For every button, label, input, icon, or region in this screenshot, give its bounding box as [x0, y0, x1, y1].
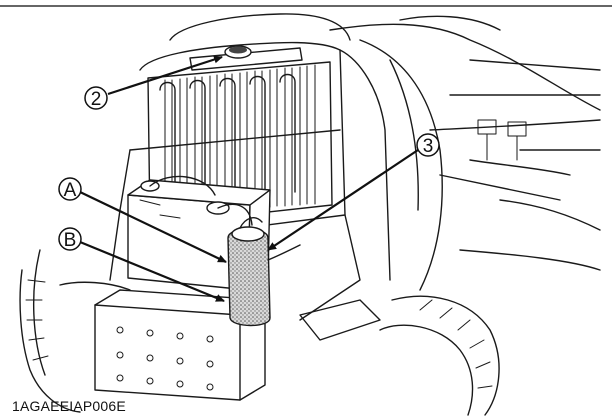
callout-2-label: 2: [91, 89, 102, 110]
callout-3-label: 3: [423, 136, 434, 157]
callout-2: 2: [85, 87, 107, 110]
reserve-tank: [228, 218, 300, 326]
callout-B-label: B: [64, 230, 77, 251]
figure-id: 1AGAEEIAP006E: [12, 398, 126, 414]
callout-A: A: [59, 178, 81, 201]
tractor-body: [330, 16, 600, 290]
callout-B: B: [59, 228, 81, 251]
callout-A-label: A: [64, 180, 77, 201]
callout-3: 3: [417, 134, 439, 157]
